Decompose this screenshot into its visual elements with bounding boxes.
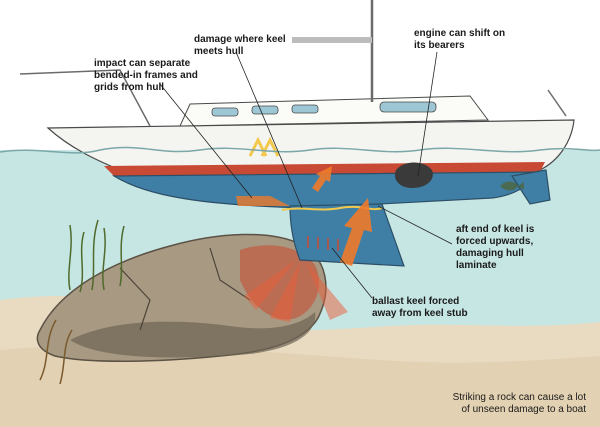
sand-seabed-shade: [0, 345, 600, 427]
leader-lines: [159, 51, 453, 299]
label-keel-hull-line2: meets hull: [194, 46, 244, 57]
label-separate-frames: impact can separate bended-in frames and…: [94, 58, 198, 94]
label-separate-frames-line3: grids from hull: [94, 82, 164, 93]
label-ballast-line2: away from keel stub: [372, 308, 468, 319]
label-keel-hull: damage where keel meets hull: [194, 34, 286, 58]
engine: [394, 162, 433, 188]
portholes: [211, 101, 437, 117]
label-keel-hull-line1: damage where keel: [194, 34, 286, 45]
keel-bolts: [307, 236, 339, 251]
rock-crack-2: [209, 247, 251, 301]
force-arrow-main: [340, 198, 372, 266]
label-aft-keel-line4: laminate: [456, 260, 497, 271]
keel-hull-junction-damage: [281, 205, 383, 211]
caption-line2: of unseen damage to a boat: [461, 404, 586, 415]
label-engine-line1: engine can shift on: [414, 28, 506, 39]
label-ballast: ballast keel forced away from keel stub: [372, 296, 468, 320]
water-surface: [0, 146, 600, 154]
label-separate-frames-line2: bended-in frames and: [94, 70, 198, 81]
rudder: [511, 169, 551, 205]
label-aft-keel-line3: damaging hull: [456, 248, 524, 259]
impact-rays: [244, 260, 348, 322]
force-arrow-small: [312, 166, 332, 192]
label-ballast-line1: ballast keel forced: [372, 296, 460, 307]
label-aft-keel-line2: forced upwards,: [456, 236, 534, 247]
keel: [289, 203, 405, 267]
bow-pulpit: [547, 89, 567, 117]
stern-pulpit: [19, 69, 151, 127]
rock-crack-1: [119, 267, 151, 331]
label-aft-keel: aft end of keel is forced upwards, damag…: [456, 224, 534, 272]
label-aft-keel-line1: aft end of keel is: [456, 224, 535, 235]
caption: Striking a rock can cause a lot of unsee…: [453, 392, 586, 416]
fish: [500, 181, 524, 191]
seaweed-bottom: [39, 319, 73, 385]
frame-damage-glow: [236, 196, 290, 206]
rock-shadow: [70, 312, 316, 358]
label-engine: engine can shift on its bearers: [414, 28, 505, 52]
seaweed-left: [68, 219, 125, 293]
label-engine-line2: its bearers: [414, 40, 465, 51]
label-separate-frames-line1: impact can separate: [94, 58, 191, 69]
caption-line1: Striking a rock can cause a lot: [452, 392, 586, 403]
